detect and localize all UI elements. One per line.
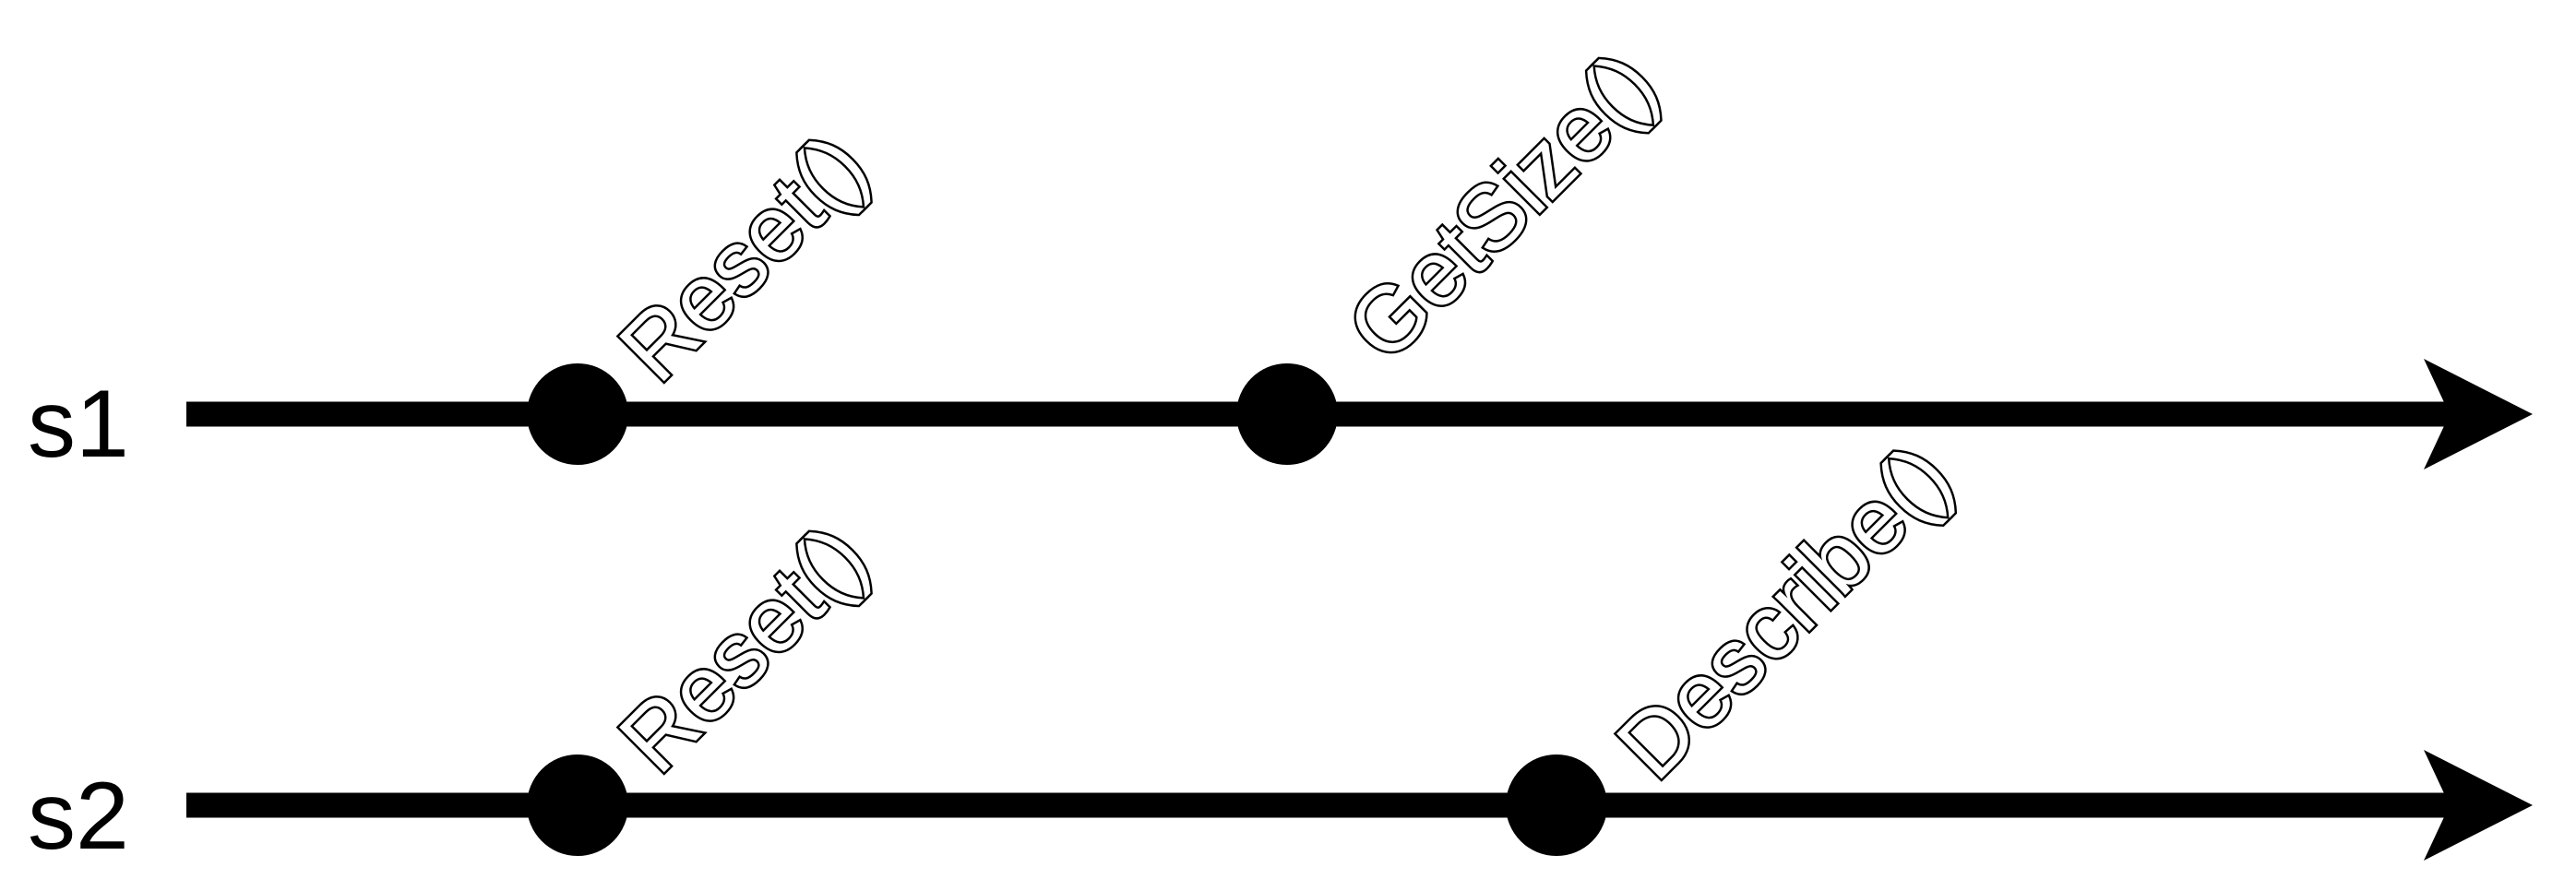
event-label-s2-describe: Describe() (1597, 424, 1971, 798)
lane-s2-arrowhead-icon (2424, 750, 2533, 861)
lane-label-s2: s2 (28, 763, 129, 870)
event-label-s1-reset: Reset() (600, 114, 887, 401)
lane-s1: s1 Reset() GetSize() (28, 30, 2533, 478)
event-marker-s1-getsize (1236, 363, 1338, 465)
event-marker-s2-reset (527, 754, 628, 856)
event-marker-s2-describe (1506, 754, 1607, 856)
event-label-s2-reset: Reset() (600, 505, 887, 792)
lane-label-s1: s1 (28, 371, 129, 478)
lane-s2: s2 Reset() Describe() (28, 422, 2533, 870)
lane-s1-arrowhead-icon (2424, 359, 2533, 469)
event-marker-s1-reset (527, 363, 628, 465)
event-label-s1-getsize: GetSize() (1328, 32, 1676, 381)
